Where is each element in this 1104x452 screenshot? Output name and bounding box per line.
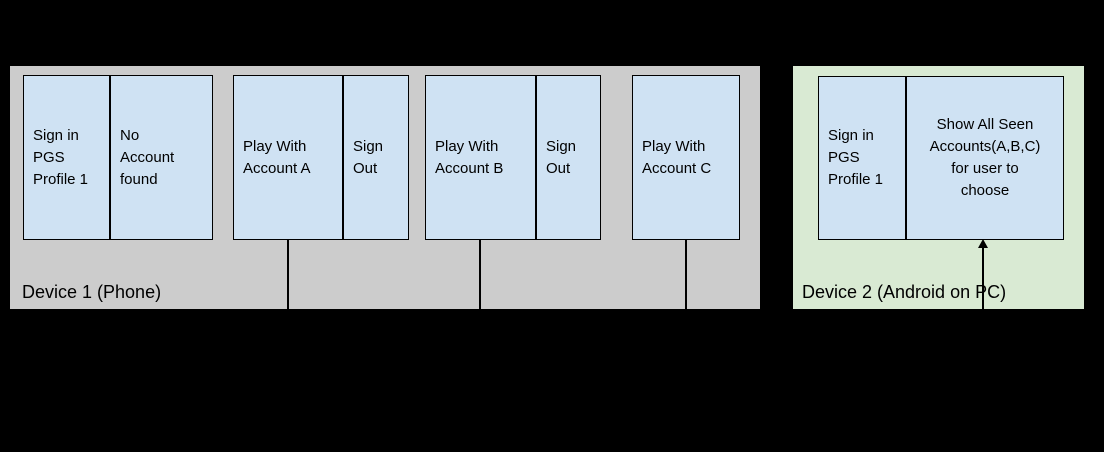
arrow-head-icon bbox=[978, 239, 988, 248]
connector-line-account-a bbox=[287, 239, 289, 309]
step-show-seen-accounts: Sign in PGS Profile 1 Show All Seen Acco… bbox=[818, 76, 1064, 240]
cell-sign-in-pgs-profile-1: Sign in PGS Profile 1 bbox=[23, 75, 110, 240]
cell-play-with-account-c: Play With Account C bbox=[632, 75, 740, 240]
cell-play-with-account-a: Play With Account A bbox=[233, 75, 343, 240]
connector-line-account-c bbox=[685, 239, 687, 309]
connector-line-account-b bbox=[479, 239, 481, 309]
step-play-account-c: Play With Account C bbox=[632, 75, 740, 240]
cell-play-with-account-b: Play With Account B bbox=[425, 75, 536, 240]
cell-no-account-found: No Account found bbox=[110, 75, 213, 240]
device1-label: Device 1 (Phone) bbox=[22, 282, 162, 302]
cell-show-all-seen-accounts: Show All Seen Accounts(A,B,C) for user t… bbox=[906, 76, 1064, 240]
step-play-account-a: Play With Account A Sign Out bbox=[233, 75, 409, 240]
cell-sign-out-a: Sign Out bbox=[343, 75, 409, 240]
cell-sign-out-b: Sign Out bbox=[536, 75, 601, 240]
device2-label: Device 2 (Android on PC) bbox=[802, 282, 1007, 302]
step-play-account-b: Play With Account B Sign Out bbox=[425, 75, 601, 240]
step-signin-noaccount: Sign in PGS Profile 1 No Account found bbox=[23, 75, 213, 240]
cell-sign-in-pgs-profile-1-d2: Sign in PGS Profile 1 bbox=[818, 76, 906, 240]
arrow-line-to-accounts bbox=[982, 246, 984, 309]
